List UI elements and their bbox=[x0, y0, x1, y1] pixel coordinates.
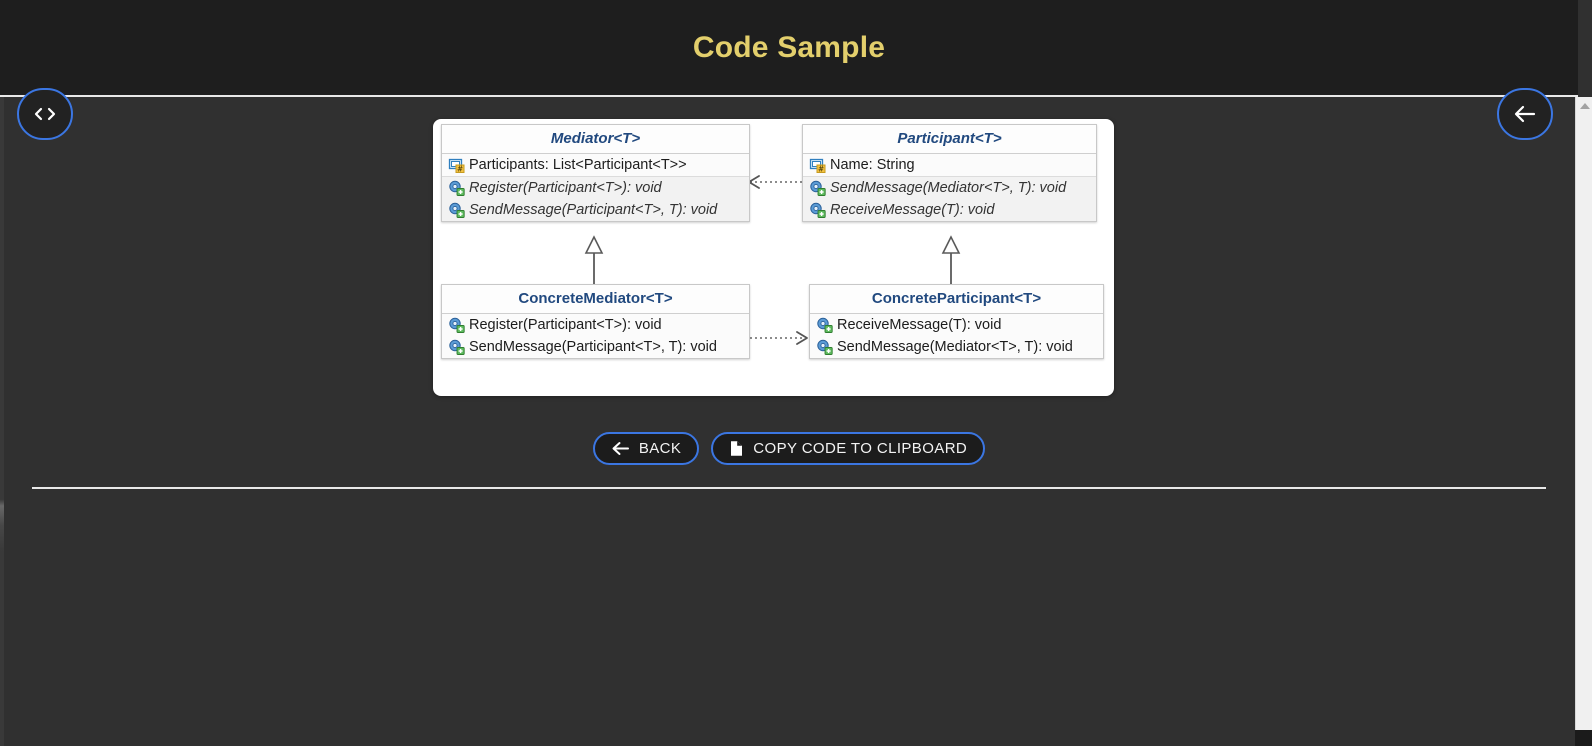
arrow-left-icon bbox=[1513, 105, 1537, 123]
uml-class-participant[interactable]: Participant<T> # Name: String bbox=[802, 124, 1097, 222]
uml-method-row: SendMessage(Mediator<T>, T): void bbox=[803, 177, 1096, 199]
uml-method-row: Register(Participant<T>): void bbox=[442, 314, 749, 336]
copy-code-button-label: COPY CODE TO CLIPBOARD bbox=[753, 440, 968, 457]
method-icon bbox=[809, 180, 826, 196]
left-edge-strip bbox=[0, 97, 4, 746]
uml-method-row: SendMessage(Participant<T>, T): void bbox=[442, 336, 749, 358]
uml-class-title: Participant<T> bbox=[803, 125, 1096, 154]
back-button-label: BACK bbox=[638, 440, 682, 457]
method-icon bbox=[448, 202, 465, 218]
scrollbar-corner bbox=[1575, 730, 1592, 746]
svg-text:#: # bbox=[818, 164, 824, 173]
uml-member-label: SendMessage(Participant<T>, T): void bbox=[469, 202, 718, 218]
field-icon: # bbox=[448, 157, 465, 173]
uml-class-concrete-mediator[interactable]: ConcreteMediator<T> Register(Participant… bbox=[441, 284, 750, 359]
uml-method-row: ReceiveMessage(T): void bbox=[810, 314, 1103, 336]
method-icon bbox=[448, 339, 465, 355]
uml-fields-section: # Name: String bbox=[803, 154, 1096, 176]
uml-class-concrete-participant[interactable]: ConcreteParticipant<T> ReceiveMessage(T)… bbox=[809, 284, 1104, 359]
page-title: Code Sample bbox=[692, 30, 886, 64]
copy-file-icon bbox=[729, 440, 744, 457]
uml-member-label: Participants: List<Participant<T>> bbox=[469, 157, 687, 173]
uml-methods-section: ReceiveMessage(T): void SendMessage(Medi… bbox=[810, 314, 1103, 358]
uml-field-row: # Participants: List<Participant<T>> bbox=[442, 154, 749, 176]
uml-method-row: ReceiveMessage(T): void bbox=[803, 199, 1096, 221]
uml-diagram-card: Mediator<T> # Participants: List<Partici… bbox=[433, 119, 1114, 396]
uml-member-label: Register(Participant<T>): void bbox=[469, 180, 662, 196]
method-icon bbox=[448, 317, 465, 333]
method-icon bbox=[816, 317, 833, 333]
page-header: Code Sample bbox=[0, 0, 1578, 97]
uml-member-label: SendMessage(Mediator<T>, T): void bbox=[830, 180, 1067, 196]
uml-methods-section: Register(Participant<T>): void SendMessa… bbox=[442, 314, 749, 358]
scroll-up-arrow[interactable] bbox=[1576, 97, 1592, 114]
arrow-left-icon bbox=[611, 441, 630, 456]
uml-method-row: SendMessage(Mediator<T>, T): void bbox=[810, 336, 1103, 358]
uml-class-mediator[interactable]: Mediator<T> # Participants: List<Partici… bbox=[441, 124, 750, 222]
action-bar: BACK COPY CODE TO CLIPBOARD bbox=[0, 432, 1578, 465]
view-code-button[interactable] bbox=[17, 88, 73, 140]
section-divider bbox=[32, 487, 1546, 489]
svg-text:#: # bbox=[457, 164, 463, 173]
uml-method-row: SendMessage(Participant<T>, T): void bbox=[442, 199, 749, 221]
method-icon bbox=[809, 202, 826, 218]
uml-methods-section: Register(Participant<T>): void SendMessa… bbox=[442, 176, 749, 221]
uml-field-row: # Name: String bbox=[803, 154, 1096, 176]
back-floating-button[interactable] bbox=[1497, 88, 1553, 140]
uml-member-label: SendMessage(Mediator<T>, T): void bbox=[837, 339, 1073, 355]
uml-class-title: ConcreteMediator<T> bbox=[442, 285, 749, 314]
uml-method-row: Register(Participant<T>): void bbox=[442, 177, 749, 199]
uml-class-title: ConcreteParticipant<T> bbox=[810, 285, 1103, 314]
uml-member-label: SendMessage(Participant<T>, T): void bbox=[469, 339, 717, 355]
method-icon bbox=[816, 339, 833, 355]
uml-member-label: Name: String bbox=[830, 157, 915, 173]
copy-code-button[interactable]: COPY CODE TO CLIPBOARD bbox=[711, 432, 986, 465]
back-button[interactable]: BACK bbox=[592, 432, 700, 465]
field-icon: # bbox=[809, 157, 826, 173]
uml-member-label: ReceiveMessage(T): void bbox=[830, 202, 995, 218]
uml-class-title: Mediator<T> bbox=[442, 125, 749, 154]
uml-methods-section: SendMessage(Mediator<T>, T): void Receiv… bbox=[803, 176, 1096, 221]
vertical-scrollbar[interactable] bbox=[1575, 97, 1592, 746]
uml-member-label: ReceiveMessage(T): void bbox=[837, 317, 1002, 333]
uml-fields-section: # Participants: List<Participant<T>> bbox=[442, 154, 749, 176]
method-icon bbox=[448, 180, 465, 196]
code-brackets-icon bbox=[34, 107, 56, 121]
uml-member-label: Register(Participant<T>): void bbox=[469, 317, 662, 333]
